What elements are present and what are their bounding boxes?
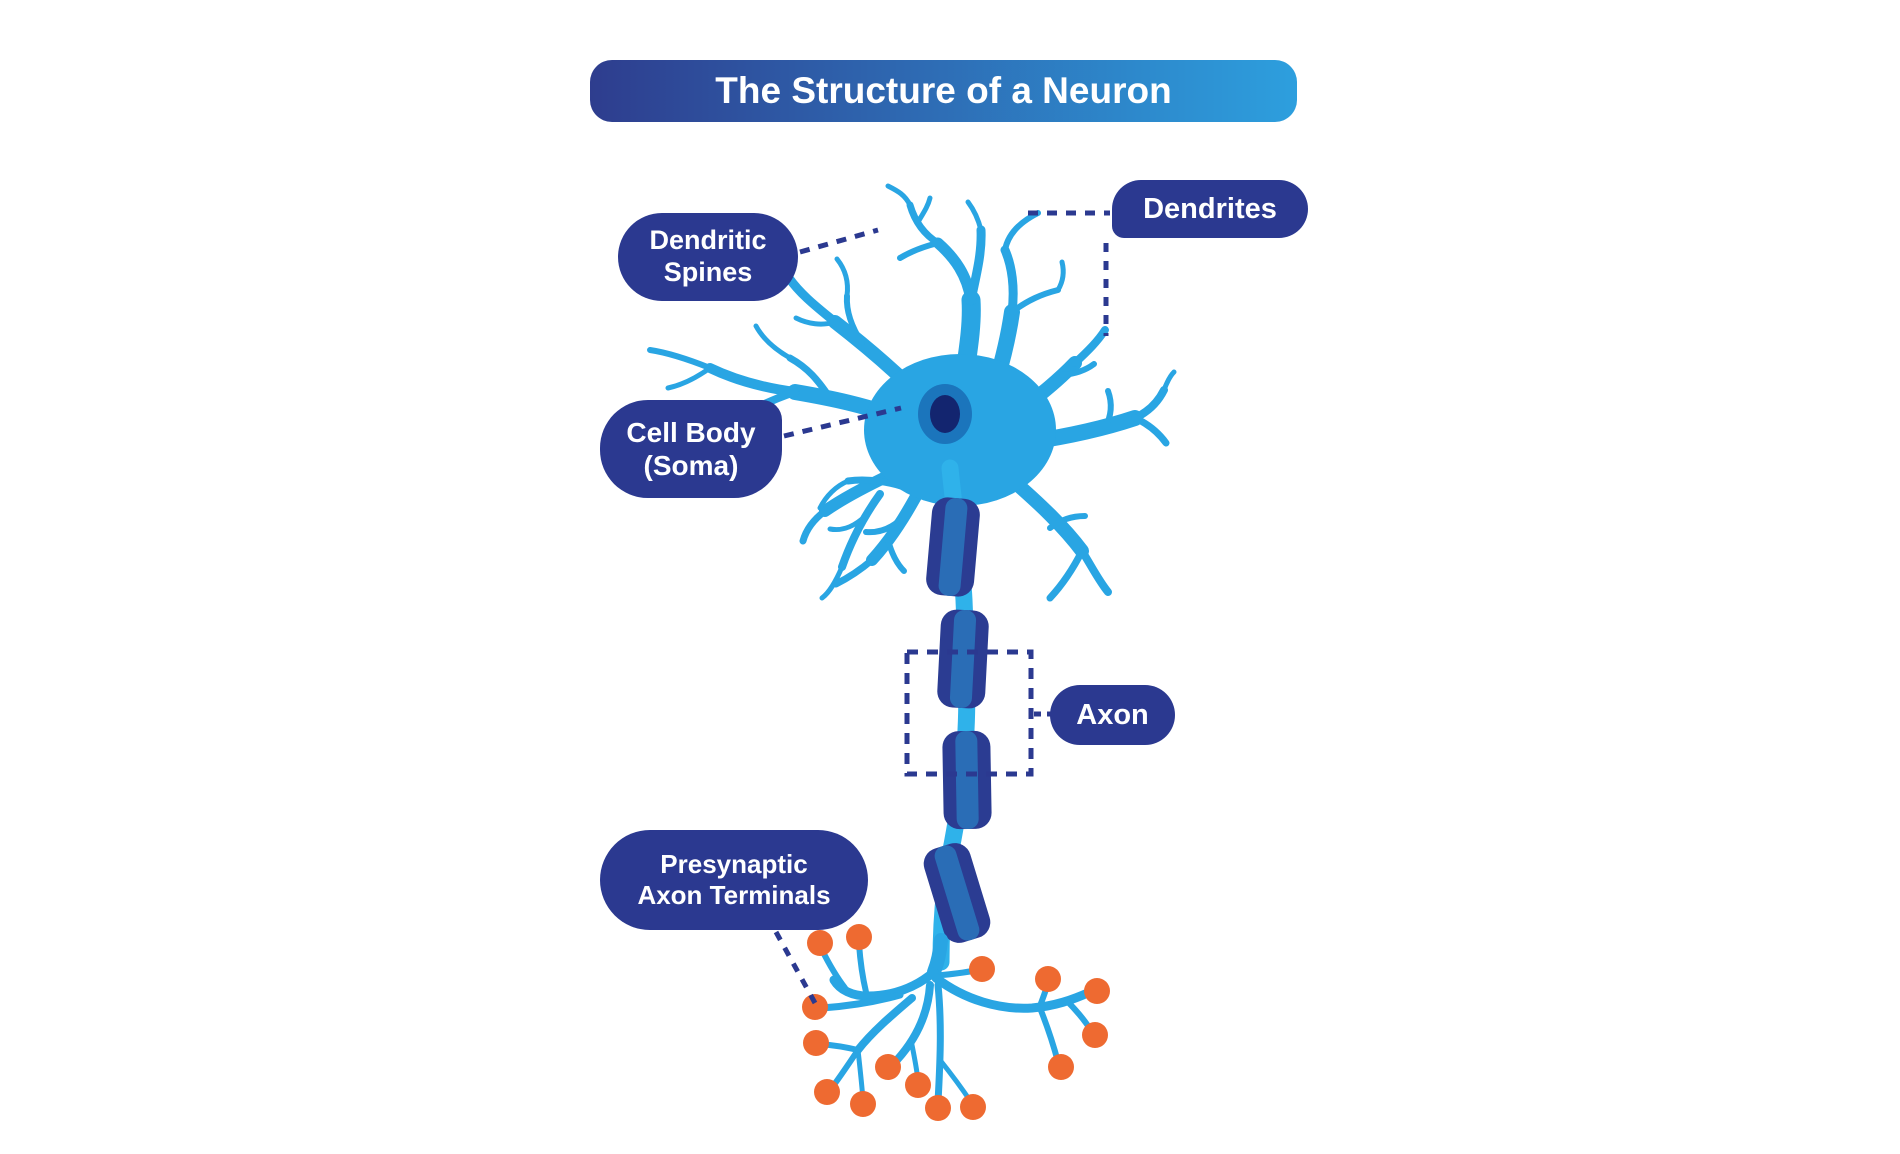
synaptic-bouton <box>803 1030 829 1056</box>
connector-cell-body <box>783 405 902 439</box>
nucleolus <box>930 395 960 433</box>
label-dendrites: Dendrites <box>1112 180 1308 238</box>
page-title-text: The Structure of a Neuron <box>715 70 1172 111</box>
myelin-segment <box>937 609 989 709</box>
synaptic-bouton <box>905 1072 931 1098</box>
synaptic-bouton <box>1084 978 1110 1004</box>
label-presynaptic-axon-terminals: Presynaptic Axon Terminals <box>600 830 868 930</box>
myelin-segment <box>926 497 980 597</box>
synaptic-bouton <box>814 1079 840 1105</box>
synaptic-bouton <box>875 1054 901 1080</box>
synaptic-bouton <box>807 930 833 956</box>
synaptic-bouton <box>925 1095 951 1121</box>
synaptic-bouton <box>850 1091 876 1117</box>
synaptic-bouton <box>802 994 828 1020</box>
myelin-segment <box>923 843 991 943</box>
synaptic-bouton <box>960 1094 986 1120</box>
synaptic-bouton <box>1048 1054 1074 1080</box>
page-title: The Structure of a Neuron <box>590 60 1297 122</box>
axon-terminals <box>802 924 1110 1121</box>
label-dendritic-spines: Dendritic Spines <box>618 213 798 301</box>
myelin-segment <box>942 730 992 830</box>
synaptic-boutons <box>802 924 1110 1121</box>
connector-dendritic-spines <box>799 227 879 255</box>
connector-presynaptic <box>773 930 818 1005</box>
synaptic-bouton <box>969 956 995 982</box>
synaptic-bouton <box>1082 1022 1108 1048</box>
synaptic-bouton <box>846 924 872 950</box>
node-highlight-box <box>904 649 1034 777</box>
label-cell-body-soma: Cell Body (Soma) <box>600 400 782 498</box>
synaptic-bouton <box>1035 966 1061 992</box>
label-axon: Axon <box>1050 685 1175 745</box>
